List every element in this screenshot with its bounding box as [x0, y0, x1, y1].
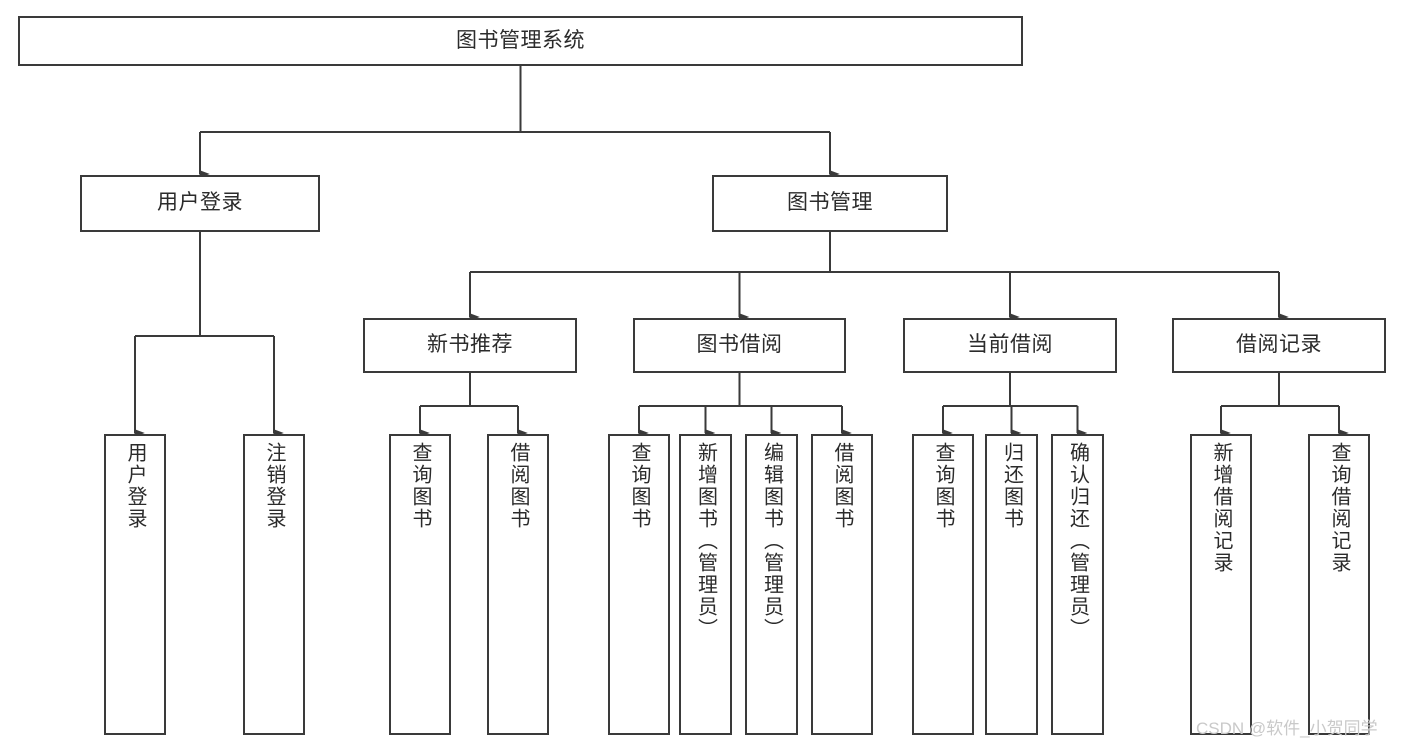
connector-lines — [133, 66, 1349, 437]
node-label: 借阅记录 — [1236, 333, 1322, 357]
node-label: 用户登录 — [157, 191, 243, 215]
node-label: 借阅图书 — [507, 442, 529, 530]
node-label: 新增借阅记录 — [1210, 442, 1232, 574]
node-login[interactable]: 用户登录 — [80, 175, 320, 232]
node-newbook[interactable]: 新书推荐 — [363, 318, 577, 373]
node-leaf_q3[interactable]: 查询图书 — [912, 434, 974, 735]
node-root[interactable]: 图书管理系统 — [18, 16, 1023, 66]
node-leaf_qrec[interactable]: 查询借阅记录 — [1308, 434, 1370, 735]
node-label: 用户登录 — [124, 442, 146, 530]
node-leaf_addrec[interactable]: 新增借阅记录 — [1190, 434, 1252, 735]
node-leaf_logout[interactable]: 注销登录 — [243, 434, 305, 735]
node-label: 图书管理系统 — [456, 28, 585, 52]
node-leaf_b2[interactable]: 借阅图书 — [811, 434, 873, 735]
node-label: 编辑图书（管理员） — [760, 442, 783, 640]
node-leaf_conf[interactable]: 确认归还（管理员） — [1051, 434, 1104, 735]
node-label: 查询图书 — [409, 442, 431, 530]
node-leaf_login[interactable]: 用户登录 — [104, 434, 166, 735]
node-leaf_q2[interactable]: 查询图书 — [608, 434, 670, 735]
node-records[interactable]: 借阅记录 — [1172, 318, 1386, 373]
node-leaf_q1[interactable]: 查询图书 — [389, 434, 451, 735]
node-label: 新书推荐 — [427, 333, 513, 357]
node-leaf_ret[interactable]: 归还图书 — [985, 434, 1038, 735]
node-label: 当前借阅 — [967, 333, 1053, 357]
node-label: 新增图书（管理员） — [694, 442, 717, 640]
node-label: 查询图书 — [628, 442, 650, 530]
node-current[interactable]: 当前借阅 — [903, 318, 1117, 373]
node-label: 查询图书 — [932, 442, 954, 530]
node-leaf_add[interactable]: 新增图书（管理员） — [679, 434, 732, 735]
node-label: 借阅图书 — [831, 442, 853, 530]
node-label: 注销登录 — [263, 442, 285, 530]
node-label: 图书管理 — [787, 191, 873, 215]
node-label: 归还图书 — [1000, 442, 1023, 530]
node-leaf_b1[interactable]: 借阅图书 — [487, 434, 549, 735]
node-label: 图书借阅 — [696, 333, 783, 357]
node-label: 查询借阅记录 — [1328, 442, 1350, 574]
node-borrow[interactable]: 图书借阅 — [633, 318, 846, 373]
node-label: 确认归还（管理员） — [1066, 442, 1089, 640]
node-bookmgmt[interactable]: 图书管理 — [712, 175, 948, 232]
node-leaf_edit[interactable]: 编辑图书（管理员） — [745, 434, 798, 735]
